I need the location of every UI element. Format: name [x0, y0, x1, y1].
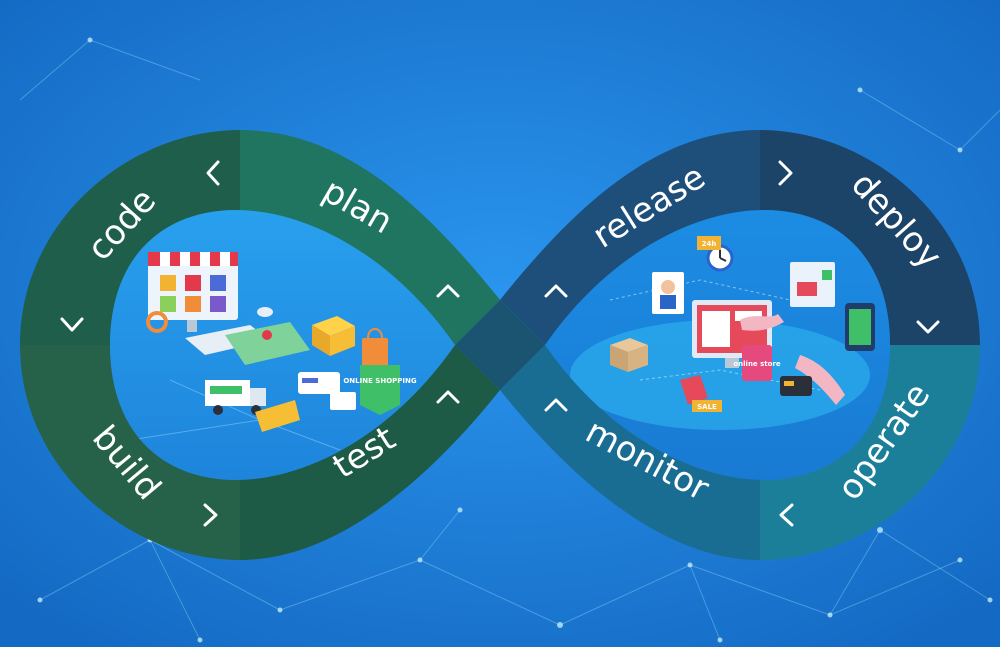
chevron-icon: [436, 284, 460, 298]
sale-label: SALE: [697, 403, 717, 411]
chevron-icon: [436, 390, 460, 404]
hours-label: 24h: [702, 240, 717, 248]
segment-release: [500, 130, 760, 345]
segment-test: [240, 345, 500, 560]
network-background: [19, 37, 1000, 643]
chevron-icon: [60, 317, 84, 332]
center-crossing: [455, 300, 545, 390]
segment-plan: [240, 130, 500, 345]
online-shopping-label: ONLINE SHOPPING: [343, 377, 417, 385]
segment-build: [20, 345, 240, 560]
chevron-icon: [779, 503, 794, 527]
chevron-icon: [916, 320, 940, 334]
chevron-icon: [203, 503, 218, 527]
segment-operate: [760, 345, 980, 560]
chevron-icon: [544, 398, 568, 412]
online-store-label: online store: [733, 360, 781, 368]
segment-deploy: [760, 130, 980, 345]
segment-monitor: [500, 345, 760, 560]
segment-code: [20, 130, 240, 345]
chevron-icon: [206, 160, 220, 186]
chevron-icon: [544, 284, 568, 298]
online-store-illustration: 24h online store SALE: [545, 210, 890, 480]
chevron-icon: [778, 160, 793, 186]
